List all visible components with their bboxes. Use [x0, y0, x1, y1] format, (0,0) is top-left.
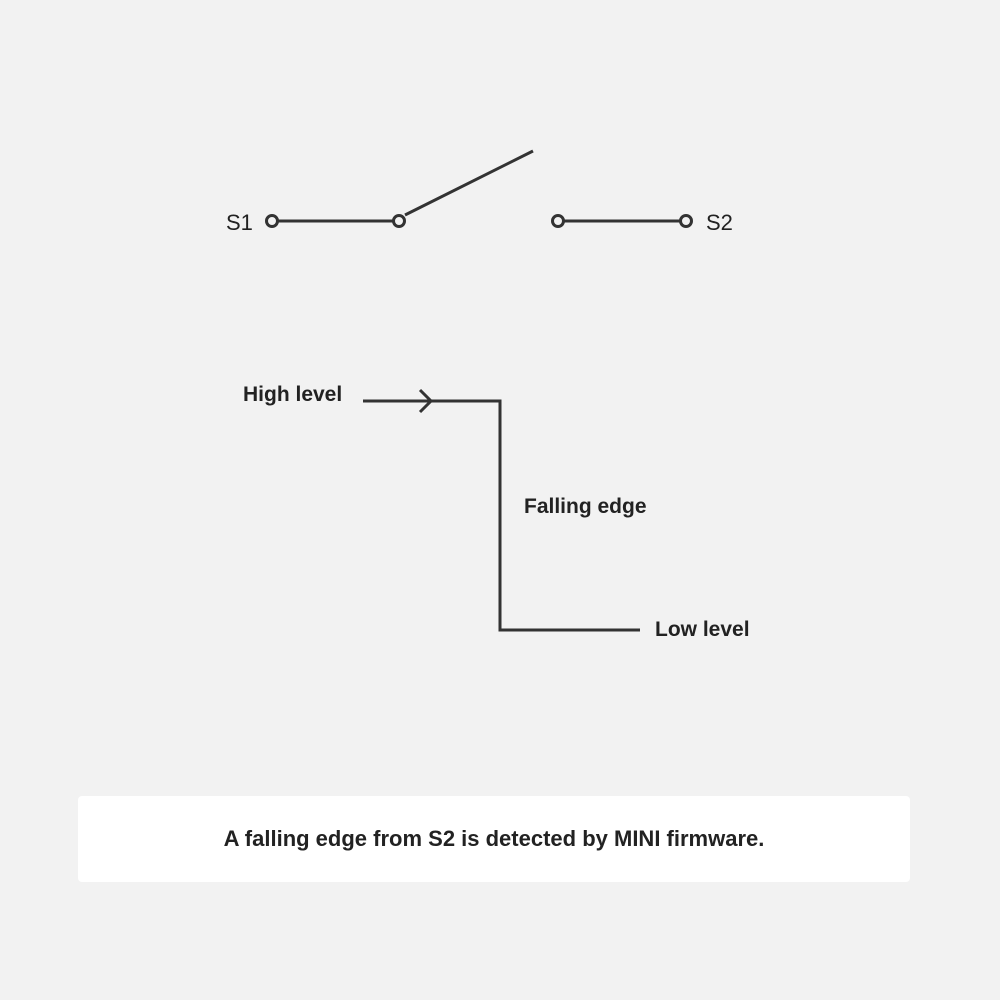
contact-terminal: [551, 214, 565, 228]
falling-edge-label: Falling edge: [524, 495, 647, 518]
s1-label: S1: [226, 210, 253, 235]
s2-terminal: [679, 214, 693, 228]
high-level-label: High level: [243, 383, 342, 406]
caption-text: A falling edge from S2 is detected by MI…: [223, 826, 765, 851]
caption-box: A falling edge from S2 is detected by MI…: [78, 796, 910, 882]
switch-lever: [404, 149, 534, 217]
pivot-terminal: [392, 214, 406, 228]
s2-label: S2: [706, 210, 733, 235]
s1-terminal: [265, 214, 279, 228]
low-level-label: Low level: [655, 618, 750, 641]
arrow-right-icon: [418, 388, 434, 414]
